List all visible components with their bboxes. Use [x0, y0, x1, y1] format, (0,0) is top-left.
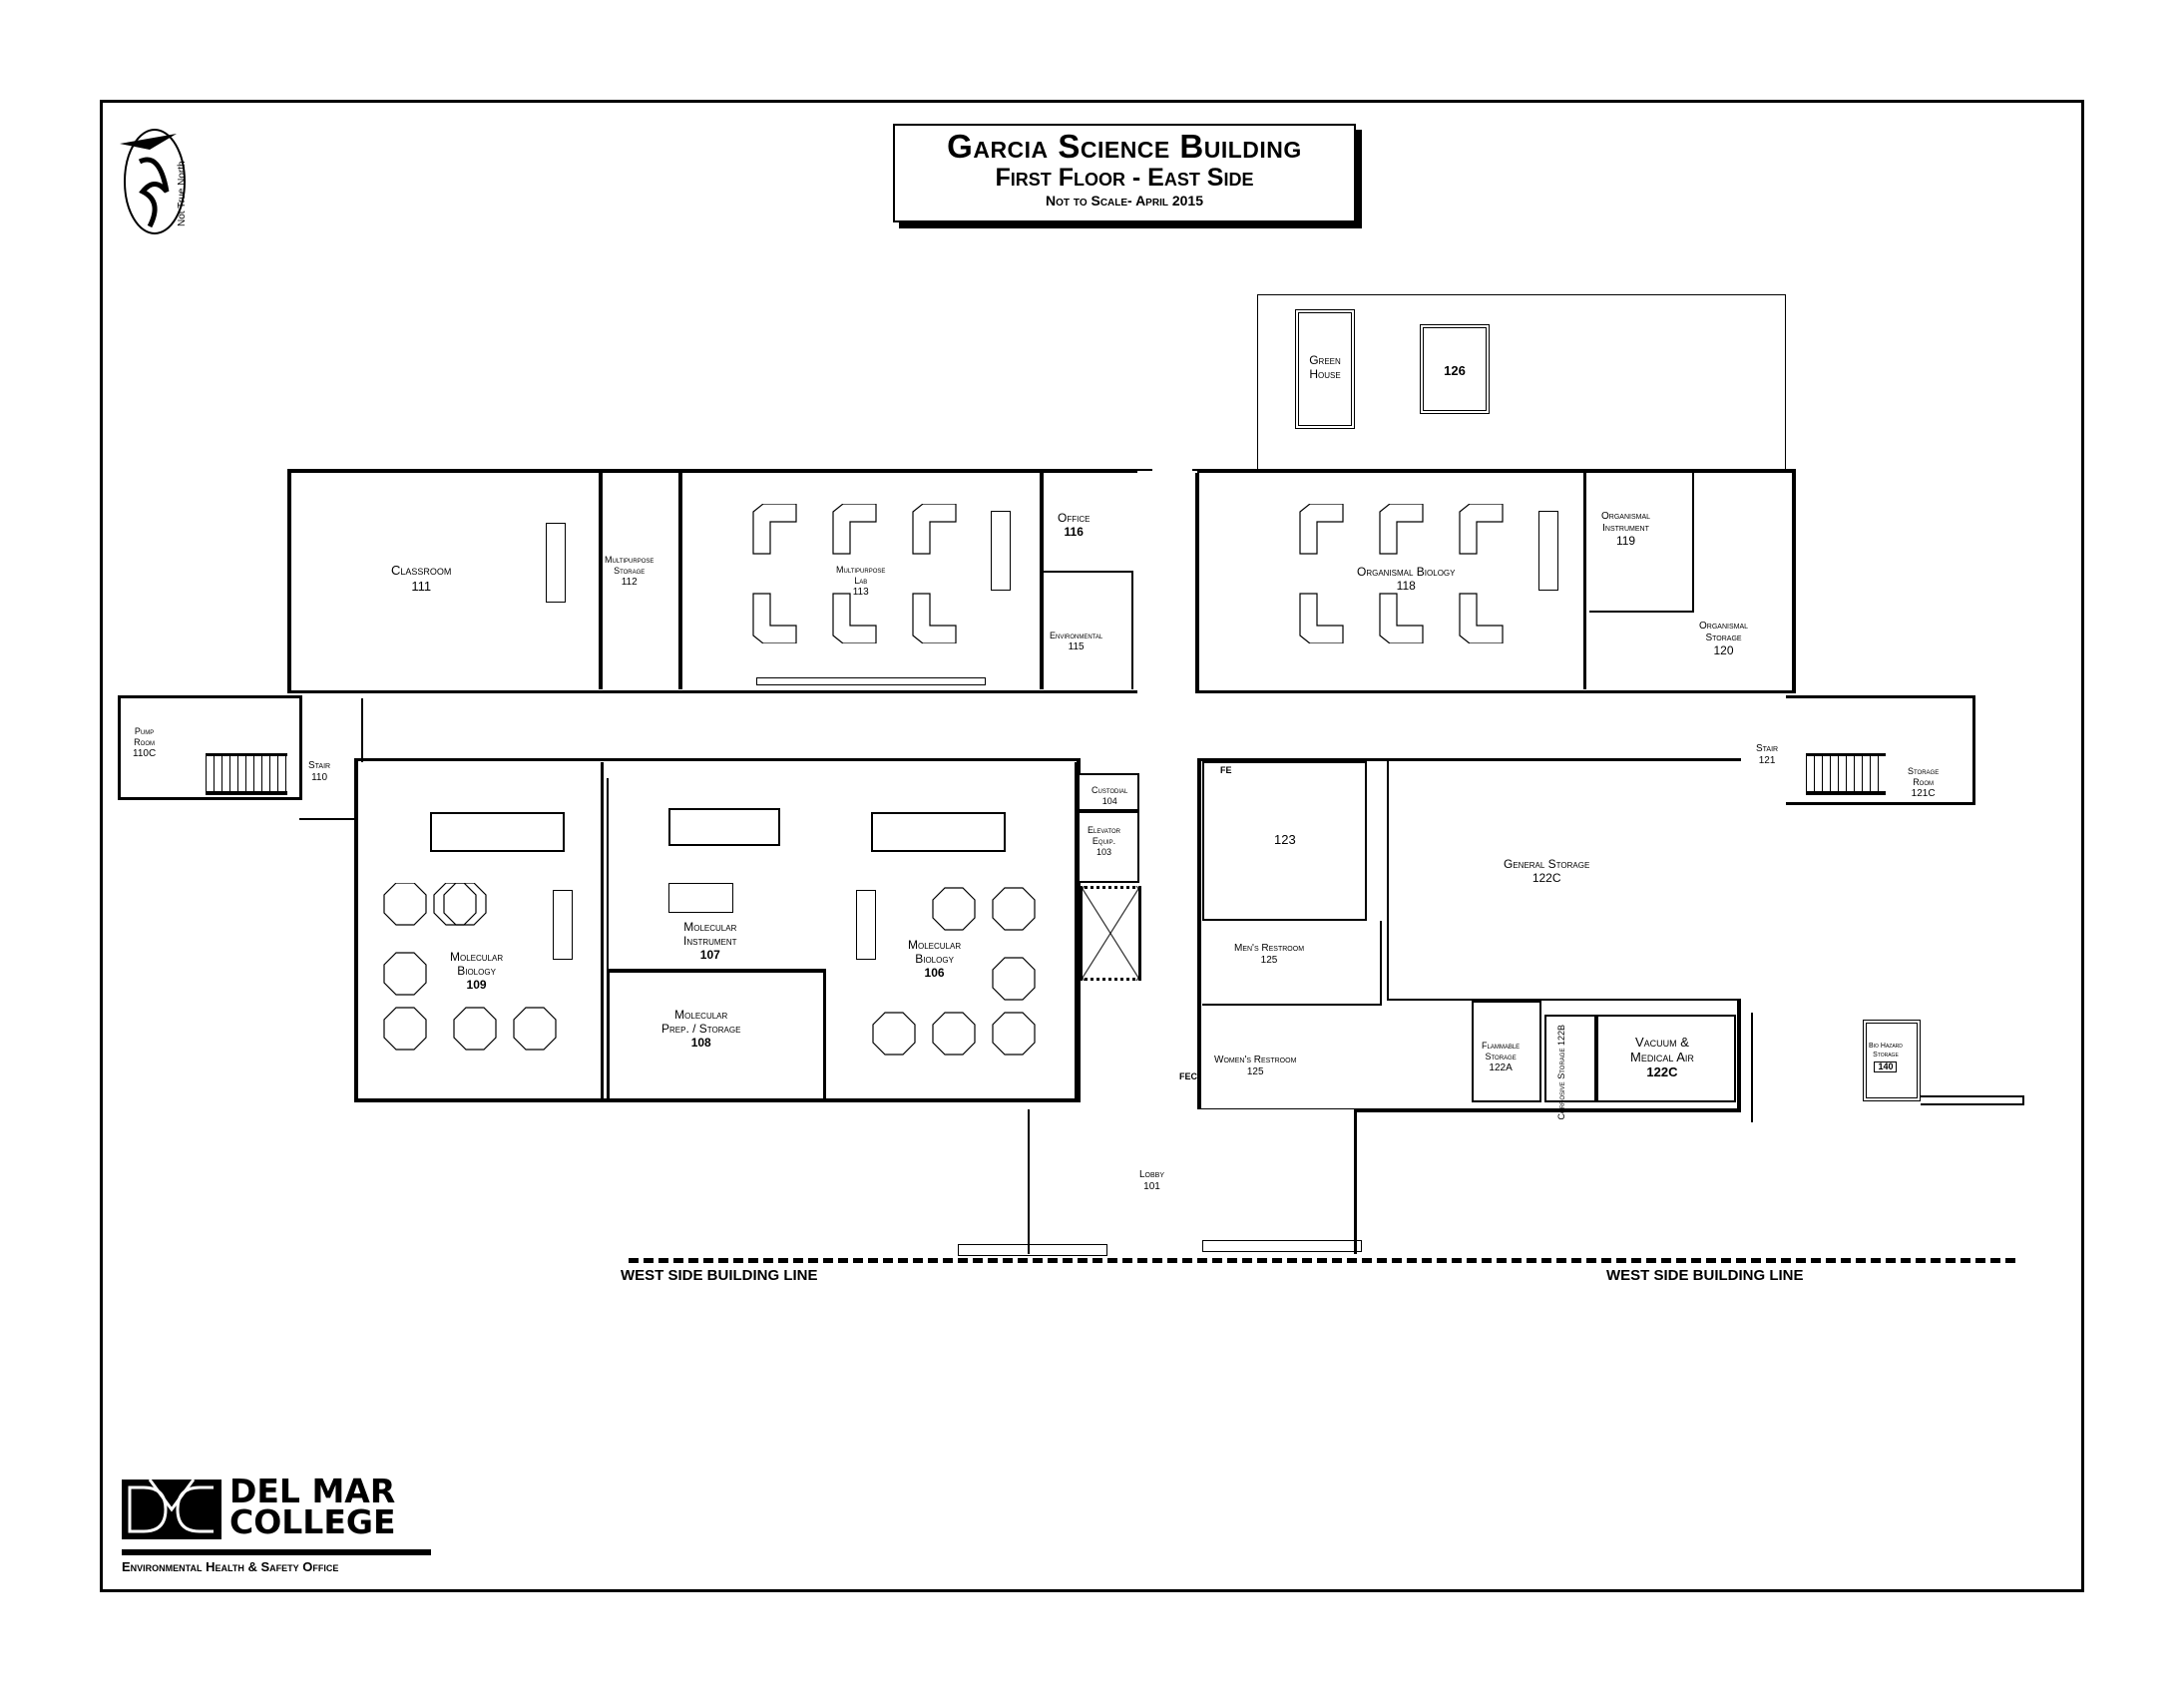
west-side-building-line — [629, 1258, 2015, 1263]
counter — [1538, 511, 1558, 591]
north-arrow-icon: Not True North — [120, 129, 188, 234]
floor-title: First Floor - East Side — [995, 164, 1254, 192]
room-122c-general: General Storage 122C — [1387, 761, 1741, 1001]
building-line-label-right: WEST SIDE BUILDING LINE — [1606, 1267, 1804, 1284]
counter — [756, 677, 986, 685]
room-110: Stair 110 — [308, 760, 331, 783]
south-west-block — [354, 758, 1081, 1102]
building-line-label-left: WEST SIDE BUILDING LINE — [621, 1267, 818, 1284]
drawing-frame — [100, 100, 2084, 1592]
courtyard — [1257, 294, 1786, 469]
instrument-table — [668, 883, 733, 913]
room-107: Molecular Instrument 107 — [607, 778, 826, 973]
room-111: Classroom 111 — [291, 473, 603, 689]
east-stair-wing: Stair 121 Storage Room 121C — [1756, 695, 1975, 805]
room-122a: Flammable Storage 122A — [1472, 1001, 1541, 1102]
room-120: Organismal Storage 120 — [1589, 613, 1789, 689]
room-103: Elevator Equip. 103 — [1078, 811, 1139, 883]
room-118: Organismal Biology 118 — [1199, 473, 1586, 689]
west-stair-wing: Pump Room 110C Stair 110 — [118, 695, 330, 800]
room-108: Molecular Prep. / Storage 108 — [607, 973, 826, 1098]
counter — [991, 511, 1011, 591]
octagon-benches-106 — [872, 887, 1036, 1056]
room-121c: Storage Room 121C — [1908, 766, 1940, 799]
room-123: 123 FE — [1202, 761, 1367, 921]
lab-benches-118 — [1299, 504, 1504, 643]
room-101: Lobby 101 — [1028, 1109, 1357, 1254]
elevator-shaft — [1080, 886, 1141, 981]
room-109: Molecular Biology 109 — [358, 762, 604, 1098]
fec-marker: FEC — [1179, 1071, 1197, 1081]
room-140: Bio Hazard Storage 140 — [1863, 1020, 1921, 1101]
octagon-benches — [383, 883, 557, 1051]
building-title: Garcia Science Building — [947, 128, 1302, 165]
stairs-121 — [1806, 753, 1886, 795]
center-bench — [430, 812, 565, 852]
room-116: Office 116 — [1044, 473, 1133, 573]
room-122c-vacuum: Vacuum & Medical Air 122C — [1596, 1015, 1736, 1102]
room-104: Custodial 104 — [1078, 773, 1139, 811]
title-block: Garcia Science Building First Floor - Ea… — [893, 124, 1356, 222]
room-greenhouse: Green House — [1295, 309, 1355, 429]
room-113: Multipurpose Lab 113 — [686, 473, 1044, 689]
room-112: Multipurpose Storage 112 — [603, 473, 682, 689]
room-110c: Pump Room 110C — [133, 726, 157, 759]
center-bench — [668, 808, 780, 846]
room-125-women: Women's Restroom 125 — [1202, 1010, 1472, 1104]
north-wing — [287, 469, 1796, 693]
counter — [856, 890, 876, 960]
room-122b: Corrosive Storage 122B — [1544, 1015, 1596, 1119]
room-125-men: Men's Restroom 125 — [1202, 921, 1382, 1006]
lab-benches-113 — [752, 504, 957, 643]
room-126: 126 — [1420, 324, 1490, 414]
center-bench — [871, 812, 1006, 852]
stairs-110 — [206, 753, 287, 795]
svg-text:Not True North: Not True North — [177, 161, 188, 226]
room-119: Organismal Instrument 119 — [1589, 473, 1694, 613]
dmc-logo-icon — [122, 1480, 221, 1539]
scale-note: Not to Scale- April 2015 — [1046, 193, 1203, 209]
counter — [546, 523, 566, 603]
room-121: Stair 121 — [1756, 743, 1779, 766]
counter — [553, 890, 573, 960]
room-115: Environmental 115 — [1044, 573, 1133, 689]
